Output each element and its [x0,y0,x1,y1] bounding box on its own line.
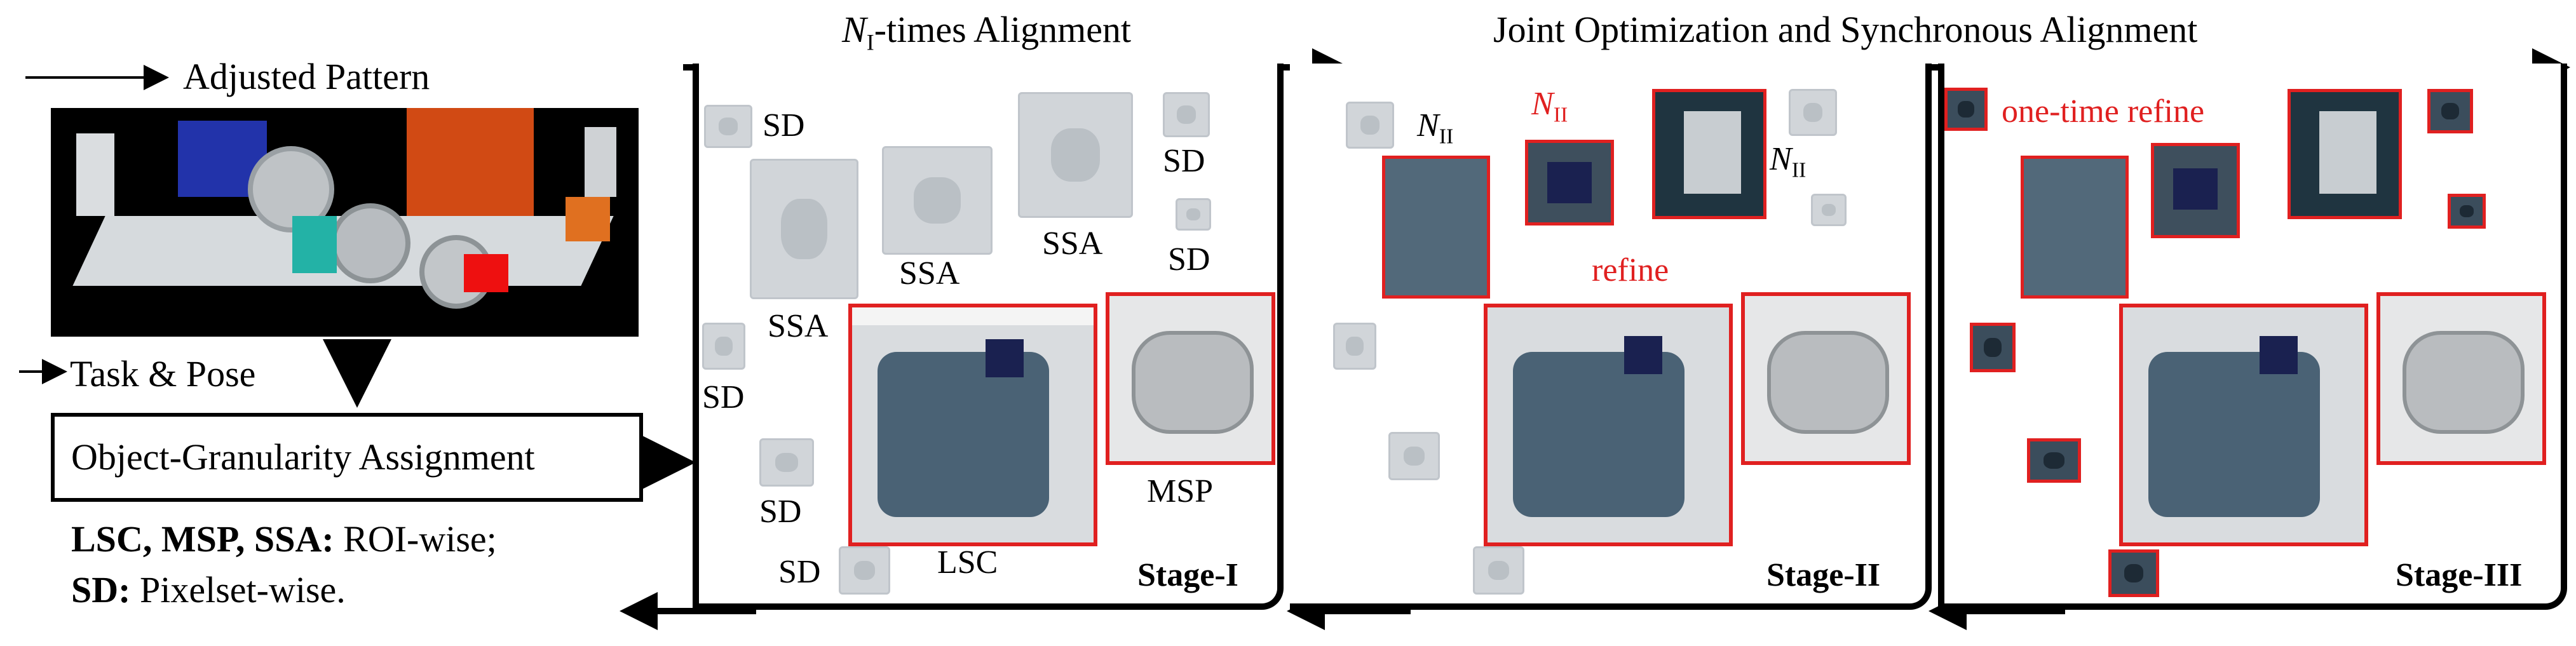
stage3-sd-thumb-6 [2108,549,2159,597]
stage3-sd-thumb-3 [2448,194,2486,229]
stage1-sd-label-3: SD [1168,241,1210,278]
stage1-ssa-label-3: SSA [1042,225,1103,262]
stage1-left-border [693,64,699,610]
stage3-sd-thumb-5 [2027,438,2081,483]
stage3-lsc-motor-body [2148,352,2320,517]
legend-sd-class: SD: [71,569,131,610]
stage1-sd-label-1: SD [763,107,805,144]
stage1-lsc-image [848,304,1097,546]
stage1-sd-label-2: SD [1163,143,1205,179]
stage1-header-rest: -times Alignment [874,9,1132,50]
stage2-nii-red-label: NII [1531,88,1568,126]
scene-teal-part [292,216,337,273]
stage2-faded-thumb-3 [1811,194,1847,226]
stage2-ssa-panel-box [1382,156,1490,299]
stage2-lsc-motor-body [1513,352,1685,517]
scene-column-right [585,127,616,197]
stage3-mount [2319,111,2376,194]
stage2-blue-part-box [1525,140,1614,225]
object-granularity-assignment-box: Object-Granularity Assignment [51,413,643,502]
lsc-motor-body [878,352,1049,517]
legend-line-2: SD: Pixelset-wise. [71,572,346,609]
lsc-blue-part [986,339,1024,377]
stage3-left-border [1938,64,1944,610]
legend-roi-rest: ROI-wise; [334,518,497,560]
stage2-lsc-image [1484,304,1733,546]
stage2-msp-image [1741,292,1911,465]
stage1-sd-label-5: SD [759,494,802,530]
stage2-nii-n-2: N [1770,141,1792,177]
stage1-lsc-label: LSC [937,544,998,581]
stage1-sd-label-4: SD [702,379,745,415]
stage2-nii-sub-1: II [1439,124,1454,149]
stage1-label: Stage-I [1137,557,1238,593]
factory-scene-image [51,108,639,337]
stage2-nii-red-sub: II [1553,103,1568,127]
stage1-sd-thumb-4 [702,323,745,370]
stage1-ssa-label-1: SSA [768,308,829,344]
stage1-ssa-thumb-3 [1018,92,1133,218]
stage2-faded-thumb-5 [1388,432,1440,480]
stage3-lsc-image [2119,304,2368,546]
stage1-ssa-thumb-2 [882,146,993,255]
scene-orange-panel [407,108,534,216]
stage23-header: Joint Optimization and Synchronous Align… [1493,9,2198,50]
stage1-ssa-thumb-1 [750,159,858,299]
stage1-msp-label: MSP [1147,473,1214,509]
stage1-ssa-label-2: SSA [899,255,960,292]
stage2-msp-motor [1767,331,1889,434]
stage2-nii-n-1: N [1417,107,1439,144]
stage1-header: NI-times Alignment [842,11,1131,54]
legend-sd-rest: Pixelset-wise. [130,569,346,610]
stage2-nii-sub-2: II [1791,158,1807,182]
stage2-faded-thumb-2 [1789,89,1837,136]
stage3-blue-part-box [2151,143,2240,238]
stage2-mount [1684,111,1741,194]
stage2-refine-label: refine [1592,252,1669,288]
stage1-sd-thumb-6 [839,546,890,595]
stage3-ssa-mount-box [2288,89,2402,219]
stage3-ssa-panel-box [2021,156,2129,299]
stage1-msp-image [1106,292,1275,465]
legend-line-1: LSC, MSP, SSA: ROI-wise; [71,521,497,558]
stage1-sd-thumb-2 [1163,92,1210,137]
stage2-label: Stage-II [1766,557,1881,593]
stage1-sd-label-6: SD [778,554,821,590]
stage2-faded-thumb-6 [1473,546,1524,595]
stage2-nii-label-2: NII [1770,143,1806,181]
adjusted-pattern-label: Adjusted Pattern [183,56,430,97]
stage3-sd-thumb-4 [1970,323,2016,372]
stage2-blue-part [1547,162,1592,203]
scene-motor-2 [330,203,410,283]
stage1-sd-thumb-1 [704,105,752,148]
scene-column-left [76,133,114,216]
stage1-sd-thumb-3 [1176,198,1211,231]
assignment-label: Object-Granularity Assignment [71,436,535,478]
stage2-faded-thumb-1 [1346,102,1394,149]
stage3-label: Stage-III [2396,557,2523,593]
task-pose-label: Task & Pose [70,353,256,394]
stage3-msp-motor [2403,331,2525,434]
stage3-sd-thumb-2 [2427,89,2473,133]
stage3-blue-part [2173,168,2218,210]
stage2-nii-label-1: NII [1417,109,1453,147]
scene-orange-box [566,197,610,241]
stage3-lsc-blue-part [2260,336,2298,374]
stage1-sd-thumb-5 [759,438,814,487]
stage1-header-n: N [842,9,867,50]
legend-roi-classes: LSC, MSP, SSA: [71,518,334,560]
stage1-header-sub: I [866,29,874,55]
stage3-one-time-refine-label: one-time refine [2002,93,2205,130]
stage2-ssa-mount-box [1652,89,1766,219]
stage2-faded-thumb-4 [1333,323,1376,370]
lsc-top-strip [852,307,1094,325]
msp-motor-body [1132,331,1254,434]
stage3-msp-image [2376,292,2546,465]
scene-red-valve [464,254,508,292]
stage2-nii-red-n: N [1531,86,1554,122]
stage2-lsc-blue-part [1624,336,1662,374]
stage3-sd-thumb-1 [1944,88,1988,131]
